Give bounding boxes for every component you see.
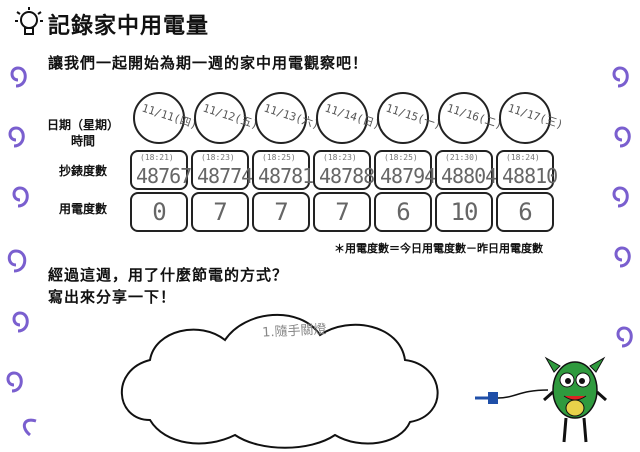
reading-value: 48767 xyxy=(136,164,192,188)
reading-box: (18:21) 48767 xyxy=(130,150,192,190)
reading-time: (18:23) xyxy=(323,153,357,162)
usage-box: 7 xyxy=(313,192,371,232)
date-circle: 11/15(一) xyxy=(377,92,443,144)
reading-value: 48810 xyxy=(502,164,558,188)
reading-box: (21:30) 48804 xyxy=(435,150,497,190)
reading-box: (18:25) 48781 xyxy=(252,150,314,190)
usage-value: 7 xyxy=(335,198,349,226)
usage-box: 7 xyxy=(191,192,249,232)
reading-value: 48781 xyxy=(258,164,314,188)
date-text: 11/13(六) xyxy=(262,101,321,132)
answer-cloud xyxy=(120,314,439,449)
usage-value: 6 xyxy=(396,198,410,226)
lightbulb-icon xyxy=(15,7,43,35)
swirl-decoration-left xyxy=(6,66,37,437)
usage-value: 0 xyxy=(152,198,166,226)
date-text: 11/17(三) xyxy=(506,101,565,132)
usage-box: 6 xyxy=(374,192,432,232)
reading-time: (21:30) xyxy=(445,153,479,162)
date-text: 11/12(五) xyxy=(201,101,260,132)
usage-box: 10 xyxy=(435,192,493,232)
usage-value: 7 xyxy=(274,198,288,226)
reading-value: 48794 xyxy=(380,164,436,188)
question-line-2: 寫出來分享一下！ xyxy=(48,288,177,306)
plug-cord-icon xyxy=(475,389,549,404)
formula-note: ＊用電度數＝今日用電度數－昨日用電度數 xyxy=(334,242,543,255)
date-circle: 11/16(二) xyxy=(438,92,504,144)
usage-value: 6 xyxy=(518,198,532,226)
date-circle: 11/17(三) xyxy=(499,92,565,144)
reading-box: (18:25) 48794 xyxy=(374,150,436,190)
date-circle: 11/11(四) xyxy=(133,92,199,144)
label-date: 日期（星期） xyxy=(46,118,119,132)
label-reading: 抄錶度數 xyxy=(58,164,107,178)
reading-time: (18:23) xyxy=(201,153,235,162)
reading-box: (18:24) 48810 xyxy=(496,150,558,190)
reading-time: (18:25) xyxy=(384,153,418,162)
date-circle: 11/12(五) xyxy=(194,92,260,144)
reading-value: 48804 xyxy=(441,164,497,188)
reading-time: (18:24) xyxy=(506,153,540,162)
date-circle: 11/14(日) xyxy=(316,92,382,144)
reading-time: (18:25) xyxy=(262,153,296,162)
label-usage: 用電度數 xyxy=(58,202,107,216)
reading-value: 48788 xyxy=(319,164,375,188)
date-text: 11/15(一) xyxy=(384,101,443,132)
usage-box: 0 xyxy=(130,192,188,232)
usage-value: 10 xyxy=(450,198,479,226)
date-text: 11/14(日) xyxy=(323,101,382,132)
question-line-1: 經過這週，用了什麼節電的方式？ xyxy=(48,266,289,284)
answer-text: 1.隨手關燈 xyxy=(261,322,327,341)
date-circle: 11/13(六) xyxy=(255,92,321,144)
swirl-decoration-right xyxy=(612,66,633,348)
reading-value: 48774 xyxy=(197,164,253,188)
label-time: 時間 xyxy=(70,134,95,148)
usage-box: 7 xyxy=(252,192,310,232)
date-text: 11/11(四) xyxy=(140,101,199,132)
usage-box: 6 xyxy=(496,192,554,232)
usage-value: 7 xyxy=(213,198,227,226)
reading-box: (18:23) 48788 xyxy=(313,150,375,190)
reading-box: (18:23) 48774 xyxy=(191,150,253,190)
monster-mascot-icon xyxy=(543,356,607,443)
page-title: 記錄家中用電量 xyxy=(48,14,210,39)
reading-time: (18:21) xyxy=(140,153,174,162)
date-text: 11/16(二) xyxy=(445,101,504,132)
intro-text: 讓我們一起開始為期一週的家中用電觀察吧！ xyxy=(48,54,369,72)
